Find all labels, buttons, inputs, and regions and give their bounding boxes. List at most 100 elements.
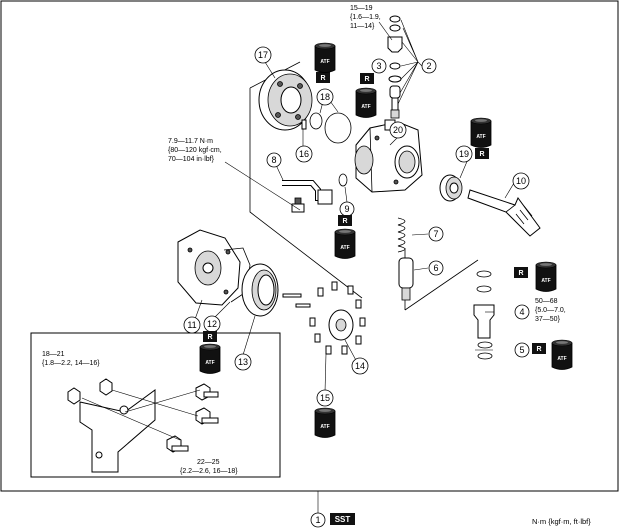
- torque-label-bracket-bolts: 22—25 {2.2—2.6, 16—18}: [180, 459, 238, 475]
- atf-fluid-icon: ATF: [355, 87, 377, 118]
- atf-fluid-icon: ATF: [334, 228, 356, 259]
- atf-fluid-icon: ATF: [470, 117, 492, 148]
- svg-text:3: 3: [376, 61, 381, 71]
- callout-3: 3: [371, 58, 387, 74]
- replace-mark: R: [316, 72, 330, 83]
- callout-12: 12: [203, 315, 221, 333]
- svg-text:4: 4: [519, 307, 524, 317]
- callout-13: 13: [234, 353, 252, 371]
- svg-text:{2.2—2.6, 16—18}: {2.2—2.6, 16—18}: [180, 468, 238, 475]
- units-legend: N·m {kgf·m, ft·lbf}: [532, 517, 591, 526]
- svg-text:ATF: ATF: [476, 134, 485, 140]
- cam-pins: [282, 293, 311, 308]
- replace-mark: R: [338, 215, 352, 226]
- callout-5: 5: [514, 342, 530, 358]
- svg-text:50—68: 50—68: [535, 298, 558, 305]
- replace-mark: R: [203, 331, 217, 342]
- svg-text:ATF: ATF: [340, 245, 349, 251]
- atf-fluid-icon: ATF: [314, 407, 336, 438]
- rear-cover: [258, 69, 313, 131]
- dowel-pin: [301, 119, 307, 130]
- svg-text:12: 12: [207, 319, 217, 329]
- svg-text:16: 16: [299, 149, 309, 159]
- svg-text:SST: SST: [335, 515, 351, 524]
- group-outline-right: [404, 248, 479, 311]
- svg-text:9: 9: [344, 204, 349, 214]
- svg-text:R: R: [342, 218, 347, 225]
- callout-10: 10: [512, 172, 530, 190]
- svg-text:ATF: ATF: [320, 424, 329, 430]
- callout-8: 8: [266, 152, 282, 168]
- svg-text:R: R: [207, 334, 212, 341]
- svg-text:13: 13: [238, 357, 248, 367]
- svg-text:ATF: ATF: [541, 278, 550, 284]
- cam-ring: [241, 263, 279, 317]
- svg-text:ATF: ATF: [557, 356, 566, 362]
- callout-18: 18: [316, 88, 334, 106]
- suction-pipe: [282, 180, 333, 213]
- replace-mark: R: [475, 148, 489, 159]
- svg-text:18—21: 18—21: [42, 351, 65, 358]
- svg-text:ATF: ATF: [205, 360, 214, 366]
- svg-text:18: 18: [320, 92, 330, 102]
- callout-2: 2: [421, 58, 437, 74]
- sst-tool-mark: SST: [330, 513, 355, 525]
- flow-control-valve: [398, 257, 414, 301]
- o-rings: [309, 112, 352, 144]
- front-housing: [177, 229, 241, 306]
- svg-text:7.9—11.7 N·m: 7.9—11.7 N·m: [168, 138, 213, 145]
- callout-19: 19: [455, 145, 473, 163]
- torque-label-connector: 50—68 {5.0—7.0, 37—50}: [535, 298, 566, 323]
- svg-text:R: R: [536, 346, 541, 353]
- svg-text:R: R: [320, 75, 325, 82]
- callout-20: 20: [389, 121, 407, 139]
- torque-label-pipe-bolt: 7.9—11.7 N·m {80—120 kgf·cm, 70—104 in·l…: [168, 138, 222, 163]
- svg-text:R: R: [518, 270, 523, 277]
- svg-text:14: 14: [355, 361, 365, 371]
- atf-fluid-icon: ATF: [199, 343, 221, 374]
- svg-text:7: 7: [433, 229, 438, 239]
- callout-1: 1: [310, 512, 326, 528]
- replace-mark: R: [360, 73, 374, 84]
- svg-text:8: 8: [271, 155, 276, 165]
- atf-fluid-icon: ATF: [535, 261, 557, 292]
- svg-text:11—14}: 11—14}: [350, 23, 375, 30]
- svg-text:10: 10: [516, 176, 526, 186]
- svg-text:22—25: 22—25: [197, 459, 220, 466]
- washer-9: [338, 173, 348, 187]
- svg-text:15: 15: [320, 393, 330, 403]
- svg-text:{1.8—2.2, 14—16}: {1.8—2.2, 14—16}: [42, 360, 100, 367]
- pump-body: [354, 119, 423, 193]
- callout-4: 4: [514, 304, 530, 320]
- svg-text:R: R: [364, 76, 369, 83]
- control-valve-stack: [387, 15, 403, 119]
- torque-label-bracket-nut: 18—21 {1.8—2.2, 14—16}: [42, 351, 100, 367]
- gasket: [223, 247, 251, 303]
- svg-text:ATF: ATF: [320, 59, 329, 65]
- callout-6: 6: [428, 260, 444, 276]
- atf-fluid-icon: ATF: [551, 339, 573, 370]
- callout-15: 15: [316, 389, 334, 407]
- main-frame: [0, 0, 619, 492]
- bearing: [439, 174, 463, 202]
- svg-text:6: 6: [433, 263, 438, 273]
- outlet-connector: [473, 270, 495, 360]
- svg-text:1: 1: [315, 515, 320, 525]
- atf-fluid-icon: ATF: [314, 42, 336, 73]
- svg-text:19: 19: [459, 149, 469, 159]
- callout-16: 16: [295, 145, 313, 163]
- svg-text:ATF: ATF: [361, 104, 370, 110]
- rotor: [309, 281, 366, 355]
- svg-text:R: R: [479, 151, 484, 158]
- callout-9: 9: [339, 201, 355, 217]
- callout-14: 14: [351, 357, 369, 375]
- svg-text:15—19: 15—19: [350, 5, 373, 12]
- callout-7: 7: [428, 226, 444, 242]
- svg-text:37—50}: 37—50}: [535, 316, 561, 323]
- svg-text:{5.0—7.0,: {5.0—7.0,: [535, 307, 566, 314]
- spring: [397, 217, 406, 253]
- svg-text:70—104 in·lbf}: 70—104 in·lbf}: [168, 156, 215, 163]
- replace-mark: R: [532, 343, 546, 354]
- svg-text:{80—120 kgf·cm,: {80—120 kgf·cm,: [168, 147, 222, 154]
